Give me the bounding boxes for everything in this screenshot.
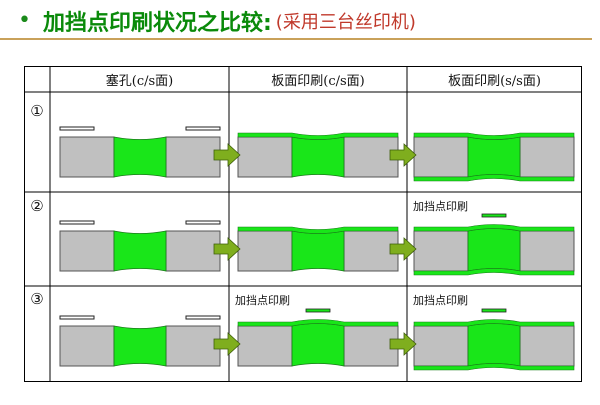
r1c2-board-left [237,136,293,178]
column-header-board-print-ss: 板面印刷(s/s面) [448,73,541,89]
right-arrow-icon-r1-a [213,143,241,167]
r1c3-board-right [519,136,575,178]
r2c3-board-right [519,230,575,272]
right-arrow-icon-r2-b [389,237,417,261]
row-number-2: ② [30,197,44,215]
right-arrow-icon-r2-a [213,237,241,261]
r1c3-bottom-ink-layer [413,174,575,182]
r2c2-board-left [237,230,293,272]
row-number-3: ③ [30,290,44,308]
r1c1-hole-plug [113,136,167,178]
title-main: 加挡点印刷状况之比较: [42,11,272,36]
r1c3-top-ink-layer [413,132,575,140]
title-subtitle: (采用三台丝印机) [275,12,416,33]
r3c1-stencil-left [59,315,95,320]
r2c3-hole-plug [467,228,521,272]
row3-col3-note: 加挡点印刷 [413,294,468,307]
r2c1-stencil-right [185,220,221,225]
r1c3-board-left [413,136,469,178]
r3c3-board-right [519,325,575,367]
r3c2-hole-plug [291,323,345,367]
r3c2-top-ink-layer [237,319,399,327]
r2c3-block-dot [481,213,507,218]
row-number-1: ① [30,102,44,120]
row2-col3-note: 加挡点印刷 [413,200,468,213]
r3c3-top-ink-layer [413,319,575,327]
r2c3-board-left [413,230,469,272]
table-grid [24,66,582,382]
title-divider [0,38,592,40]
r1c2-hole-plug [291,136,345,178]
r3c2-board-left [237,325,293,367]
r1c3-hole-plug [467,136,521,178]
r3c1-stencil-right [185,315,221,320]
r1c1-board-right [165,136,221,178]
r2c1-board-right [165,230,221,272]
r2c1-hole-plug [113,230,167,272]
slide-title: • 加挡点印刷状况之比较: (采用三台丝印机) [12,6,416,37]
r2c1-stencil-left [59,220,95,225]
r1c1-stencil-right [185,126,221,131]
r1c1-stencil-left [59,126,95,131]
right-arrow-icon-r1-b [389,143,417,167]
right-arrow-icon-r3-a [213,332,241,356]
r2c2-hole-plug [291,230,345,272]
r3c1-board-left [59,325,115,367]
r3c1-board-right [165,325,221,367]
r3c2-block-dot [305,308,331,313]
r3c3-board-left [413,325,469,367]
r3c2-board-right [343,325,399,367]
r2c2-top-ink-layer [237,226,399,234]
r2c3-bottom-ink-layer [413,268,575,276]
column-header-plug-hole: 塞孔(c/s面) [105,73,174,89]
r1c2-top-ink-layer [237,132,399,140]
r3c1-hole-plug [113,325,167,367]
right-arrow-icon-r3-b [389,332,417,356]
r1c1-board-left [59,136,115,178]
cross-section-illustrations [59,126,575,371]
column-header-board-print-cs: 板面印刷(c/s面) [271,73,365,89]
title-bullet: • [18,8,31,33]
r3c3-bottom-ink-layer [413,363,575,371]
comparison-table: 塞孔(c/s面) 板面印刷(c/s面) 板面印刷(s/s面) ① ② ③ 加挡点… [24,66,582,382]
r3c3-hole-plug [467,323,521,367]
r2c2-board-right [343,230,399,272]
r3c3-block-dot [481,308,507,313]
row3-col2-note: 加挡点印刷 [235,294,290,307]
r2c3-top-ink-layer [413,224,575,232]
r2c1-board-left [59,230,115,272]
